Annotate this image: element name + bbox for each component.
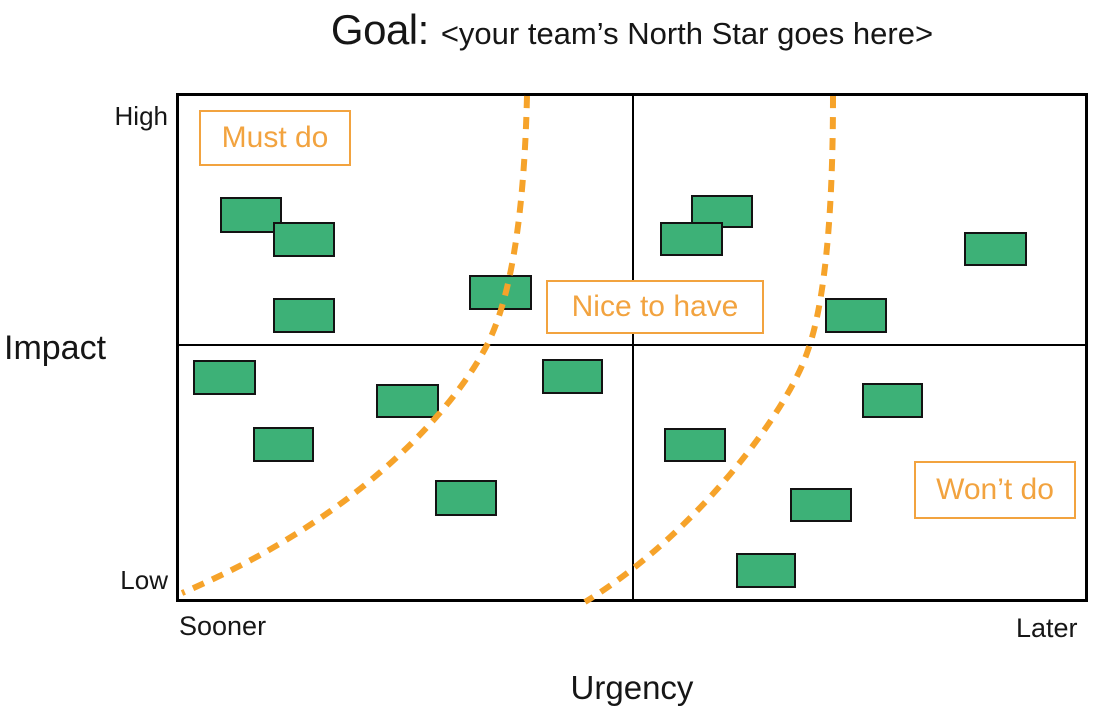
goal-placeholder-text: <your team’s North Star goes here> <box>440 16 934 51</box>
y-axis-max-label: High <box>114 101 168 131</box>
quadrant-label-wont-do[interactable]: Won’t do <box>914 461 1076 519</box>
x-axis-title: Urgency <box>570 669 694 706</box>
goal-label: Goal: <box>330 6 429 53</box>
sticky-note[interactable] <box>964 232 1027 266</box>
x-axis-max-label: Later <box>1016 613 1078 643</box>
y-axis-min-label: Low <box>120 565 168 595</box>
sticky-note[interactable] <box>862 383 923 418</box>
y-axis-title: Impact <box>4 329 107 367</box>
quadrant-label-must-do[interactable]: Must do <box>199 110 351 166</box>
quadrant-label-nice-to-have[interactable]: Nice to have <box>546 280 764 334</box>
x-axis-min-label: Sooner <box>179 611 267 641</box>
page-title: Goal: <your team’s North Star goes here> <box>176 6 1088 62</box>
